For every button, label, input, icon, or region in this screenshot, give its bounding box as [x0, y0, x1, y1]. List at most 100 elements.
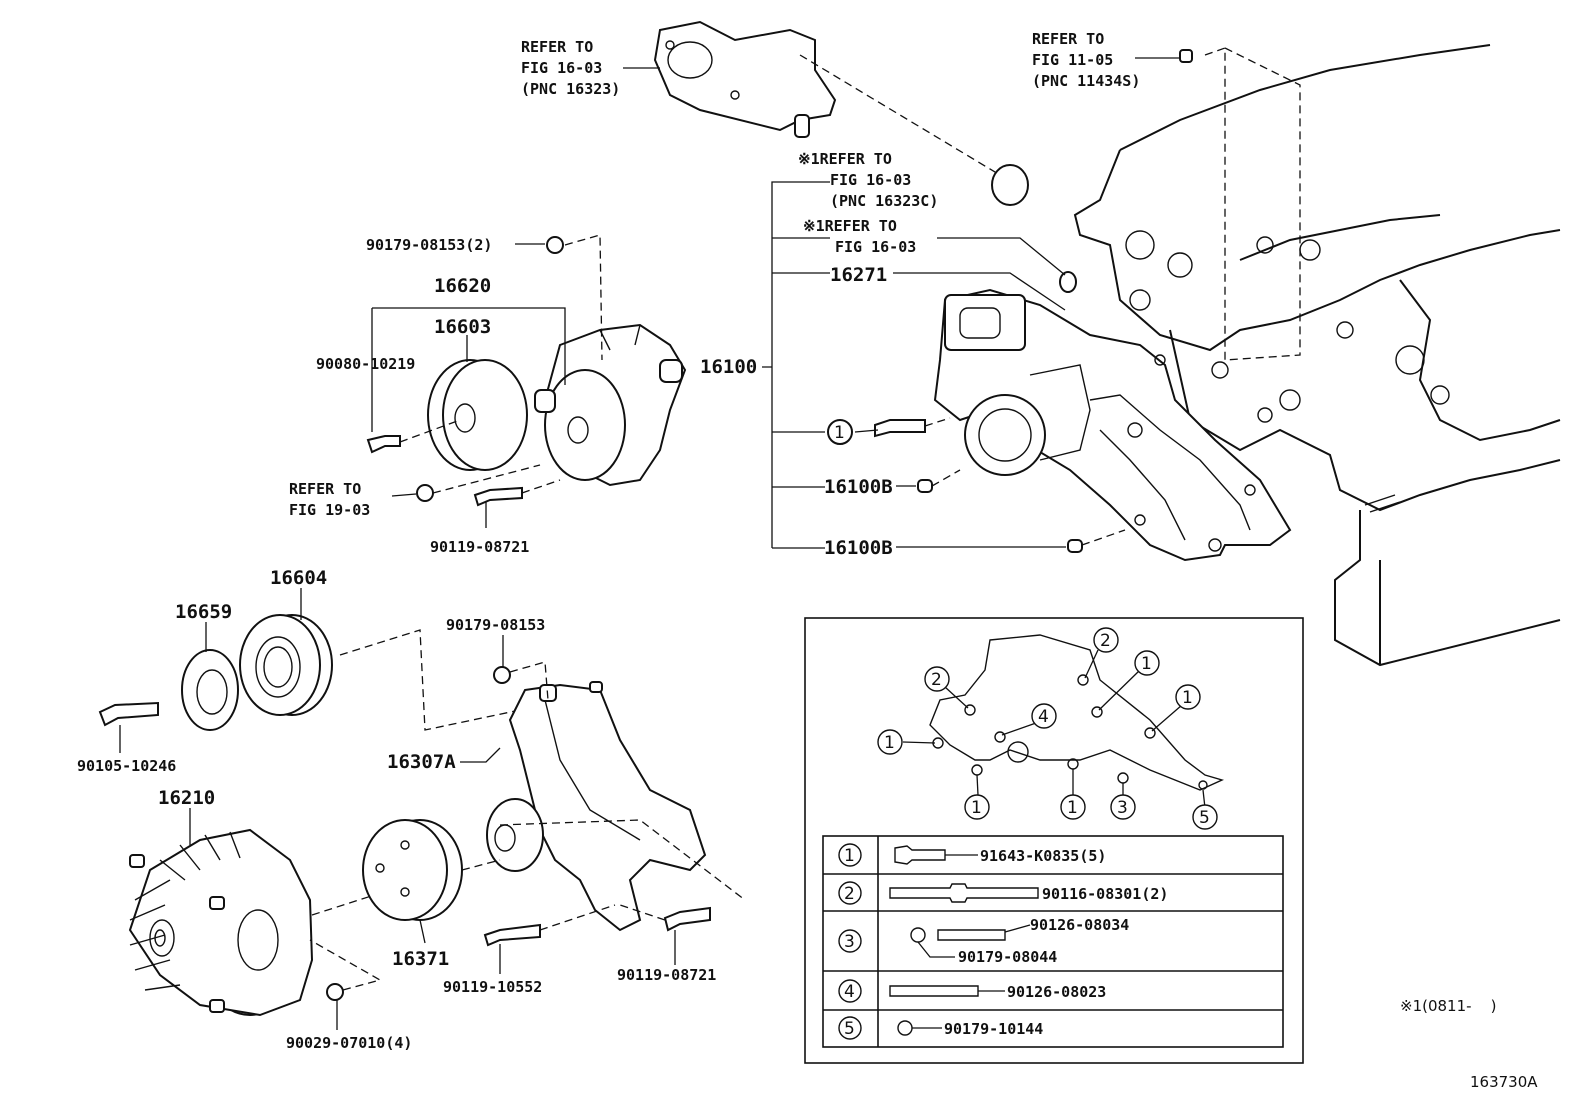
nut-90179-08153: [493, 666, 511, 684]
svg-text:FIG 16-03: FIG 16-03: [830, 171, 911, 189]
tensioner-assy: [534, 323, 687, 487]
label-16371: 16371: [392, 948, 449, 970]
bolt-90119-08721-b: [663, 906, 711, 932]
bolt-location-inset: 2 2 1 1 4 1 1 1 3 5 1 91643-K0835(5) 2: [804, 617, 1304, 1064]
svg-text:※1REFER TO: ※1REFER TO: [803, 217, 897, 235]
label-90105-10246: 90105-10246: [77, 757, 176, 775]
label-90029-07010-4: 90029-07010(4): [286, 1034, 412, 1052]
label-16100b-a: 16100B: [824, 476, 893, 498]
svg-text:90116-08301(2): 90116-08301(2): [1042, 885, 1168, 903]
table-row: 5 90179-10144: [838, 1016, 1043, 1040]
svg-text:1: 1: [1141, 654, 1152, 674]
table-row: 4 90126-08023: [838, 979, 1106, 1003]
svg-text:5: 5: [1199, 808, 1210, 828]
gasket-16323c: [991, 164, 1029, 206]
water-pump-assy: [933, 288, 1292, 562]
inset-callout: 1: [964, 794, 990, 820]
bolt-90080-10219: [366, 435, 401, 454]
inset-callout: 2: [1093, 627, 1119, 653]
label-90119-08721-b: 90119-08721: [617, 966, 716, 984]
plug-11434s: [1179, 49, 1193, 63]
label-90179-08153-2: 90179-08153(2): [366, 236, 492, 254]
svg-text:3: 3: [1117, 798, 1128, 818]
svg-text:FIG 16-03: FIG 16-03: [521, 59, 602, 77]
svg-text:2: 2: [1100, 631, 1111, 651]
label-16100: 16100: [700, 356, 757, 378]
label-16659: 16659: [175, 601, 232, 623]
svg-text:3: 3: [844, 932, 855, 952]
svg-text:90126-08023: 90126-08023: [1007, 983, 1106, 1001]
bolt-90105-10246: [98, 701, 159, 727]
svg-text:(PNC 16323): (PNC 16323): [521, 80, 620, 98]
svg-text:REFER TO: REFER TO: [1032, 30, 1104, 48]
svg-text:91643-K0835(5): 91643-K0835(5): [980, 847, 1106, 865]
fan-bracket-16307a: [486, 681, 707, 932]
svg-text:FIG 19-03: FIG 19-03: [289, 501, 370, 519]
label-16100b-b: 16100B: [824, 537, 893, 559]
pulley-16604: [239, 614, 333, 716]
label-90179-08153: 90179-08153: [446, 616, 545, 634]
refer-to-16323: REFER TO FIG 16-03 (PNC 16323): [521, 38, 620, 98]
bolt-90119-10552: [483, 923, 541, 947]
inset-callout: 5: [1192, 804, 1218, 830]
svg-text:2: 2: [931, 670, 942, 690]
label-16271: 16271: [830, 264, 887, 286]
group-bracket-16100: [762, 181, 830, 549]
label-90119-08721-a: 90119-08721: [430, 538, 529, 556]
svg-text:FIG 11-05: FIG 11-05: [1032, 51, 1113, 69]
svg-text:REFER TO: REFER TO: [521, 38, 593, 56]
nut-90029-07010: [326, 983, 344, 1001]
callout-1-text: 1: [834, 423, 845, 443]
svg-text:(PNC 11434S): (PNC 11434S): [1032, 72, 1140, 90]
svg-text:1: 1: [1067, 798, 1078, 818]
svg-text:1: 1: [1182, 688, 1193, 708]
table-row: 2 90116-08301(2): [838, 881, 1168, 905]
label-16307a: 16307A: [387, 751, 456, 773]
svg-text:REFER TO: REFER TO: [289, 480, 361, 498]
refer-to-16323c: ※1REFER TO FIG 16-03 (PNC 16323C): [798, 150, 938, 210]
svg-text:※1REFER TO: ※1REFER TO: [798, 150, 892, 168]
svg-text:5: 5: [844, 1019, 855, 1039]
inset-callout: 1: [877, 729, 903, 755]
svg-text:1: 1: [844, 846, 855, 866]
pulley-16371: [362, 819, 463, 921]
label-16603: 16603: [434, 316, 491, 338]
label-16210: 16210: [158, 787, 215, 809]
svg-text:90179-08044: 90179-08044: [958, 948, 1057, 966]
svg-text:4: 4: [1038, 707, 1049, 727]
engine-block: [1073, 44, 1561, 667]
inset-callout: 1: [1175, 684, 1201, 710]
svg-text:1: 1: [884, 733, 895, 753]
table-row: 1 91643-K0835(5): [838, 843, 1106, 867]
bolt-90119-08721-a: [473, 486, 523, 507]
label-90080-10219: 90080-10219: [316, 355, 415, 373]
guide-line-11434s: [1204, 47, 1301, 361]
dowel-16100b-a: [917, 479, 933, 493]
svg-text:90126-08034: 90126-08034: [1030, 916, 1129, 934]
figure-id: 163730A: [1470, 1073, 1538, 1091]
o-ring: [1059, 271, 1077, 293]
svg-text:90179-10144: 90179-10144: [944, 1020, 1043, 1038]
fastener-table: 1 91643-K0835(5) 2 90116-08301(2) 3 9: [822, 835, 1284, 1048]
svg-text:2: 2: [844, 884, 855, 904]
svg-text:1: 1: [971, 798, 982, 818]
table-row: 3 90126-08034 90179-08044: [838, 916, 1129, 966]
refer-to-19-03: REFER TO FIG 19-03: [289, 480, 370, 519]
inset-callout: 1: [1060, 794, 1086, 820]
svg-text:FIG 16-03: FIG 16-03: [835, 238, 916, 256]
label-90119-10552: 90119-10552: [443, 978, 542, 996]
idler-pulley: [427, 359, 528, 471]
inset-callout: 3: [1110, 794, 1136, 820]
dowel-16100b-b: [1067, 539, 1083, 553]
label-16620: 16620: [434, 275, 491, 297]
nut-19-03: [416, 484, 434, 502]
fan-clutch-16210: [128, 828, 314, 1017]
inset-callout: 2: [924, 666, 950, 692]
label-16604: 16604: [270, 567, 327, 589]
refer-to-11434s: REFER TO FIG 11-05 (PNC 11434S): [1032, 30, 1140, 90]
svg-text:(PNC 16323C): (PNC 16323C): [830, 192, 938, 210]
refer-to-16-03: ※1REFER TO FIG 16-03: [803, 217, 916, 256]
svg-text:4: 4: [844, 982, 855, 1002]
bolt-circle1: [874, 419, 926, 438]
